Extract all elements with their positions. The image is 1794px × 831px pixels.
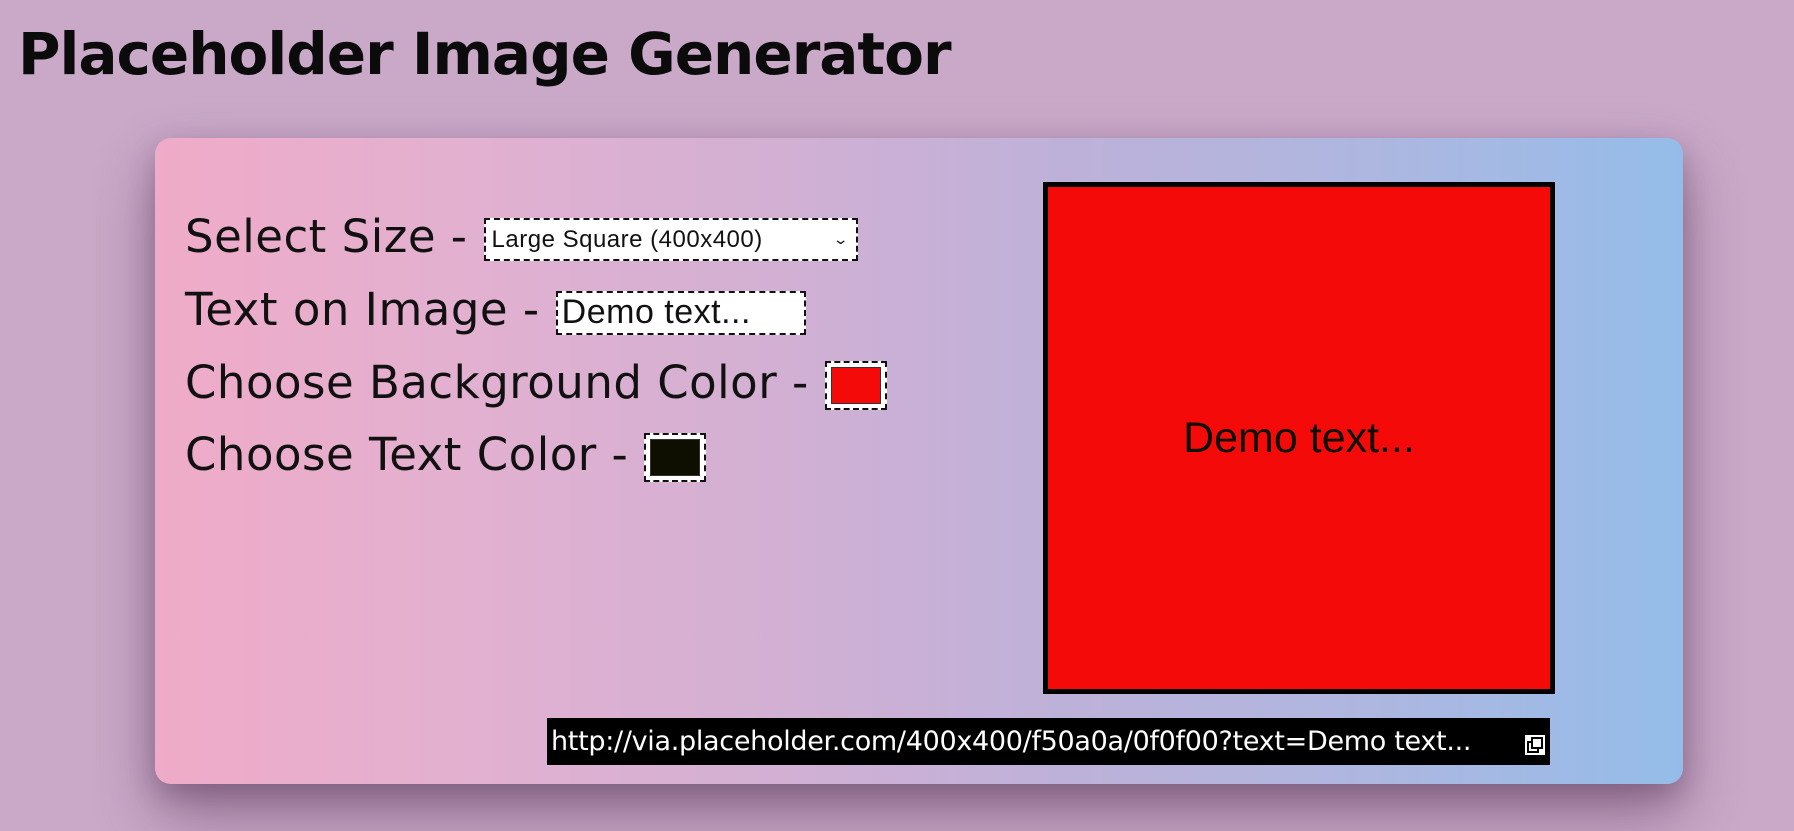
bg-color-swatch [830, 367, 881, 404]
page-title: Placeholder Image Generator [18, 20, 952, 88]
text-color-swatch [650, 439, 701, 476]
generator-card: Select Size - Large Square (400x400) ⌄ T… [155, 138, 1683, 784]
size-label: Select Size - [185, 210, 468, 263]
bg-color-row: Choose Background Color - [185, 355, 887, 410]
chevron-down-icon: ⌄ [832, 231, 850, 247]
copy-icon[interactable] [1524, 734, 1546, 756]
text-label: Text on Image - [185, 283, 540, 336]
url-text: http://via.placeholder.com/400x400/f50a0… [551, 726, 1472, 757]
text-color-picker[interactable] [644, 433, 707, 482]
size-select-value: Large Square (400x400) [491, 225, 763, 253]
size-select[interactable]: Large Square (400x400) ⌄ [483, 218, 858, 261]
text-color-row: Choose Text Color - [185, 427, 707, 482]
text-input[interactable]: Demo text... [555, 290, 806, 335]
size-row: Select Size - Large Square (400x400) ⌄ [185, 210, 858, 263]
bg-color-label: Choose Background Color - [185, 356, 809, 409]
text-row: Text on Image - Demo text... [185, 283, 806, 336]
text-input-value: Demo text... [561, 293, 751, 331]
text-color-label: Choose Text Color - [185, 428, 629, 481]
generated-url[interactable]: http://via.placeholder.com/400x400/f50a0… [547, 718, 1550, 765]
bg-color-picker[interactable] [824, 361, 887, 410]
preview-text: Demo text... [1183, 413, 1415, 462]
preview-image: Demo text... [1043, 182, 1555, 694]
